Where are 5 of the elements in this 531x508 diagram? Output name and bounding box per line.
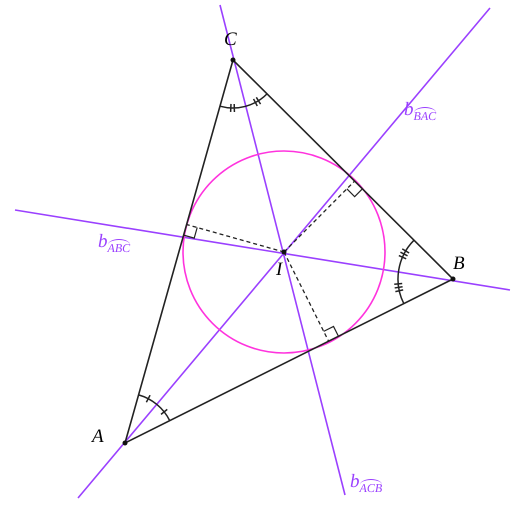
point-label: A	[92, 427, 104, 446]
point-label: I	[276, 260, 282, 279]
point-label: B	[453, 254, 465, 273]
line-label: b$_{ACB}$	[350, 472, 382, 494]
line-label: b$_{ABC}$	[98, 232, 130, 254]
